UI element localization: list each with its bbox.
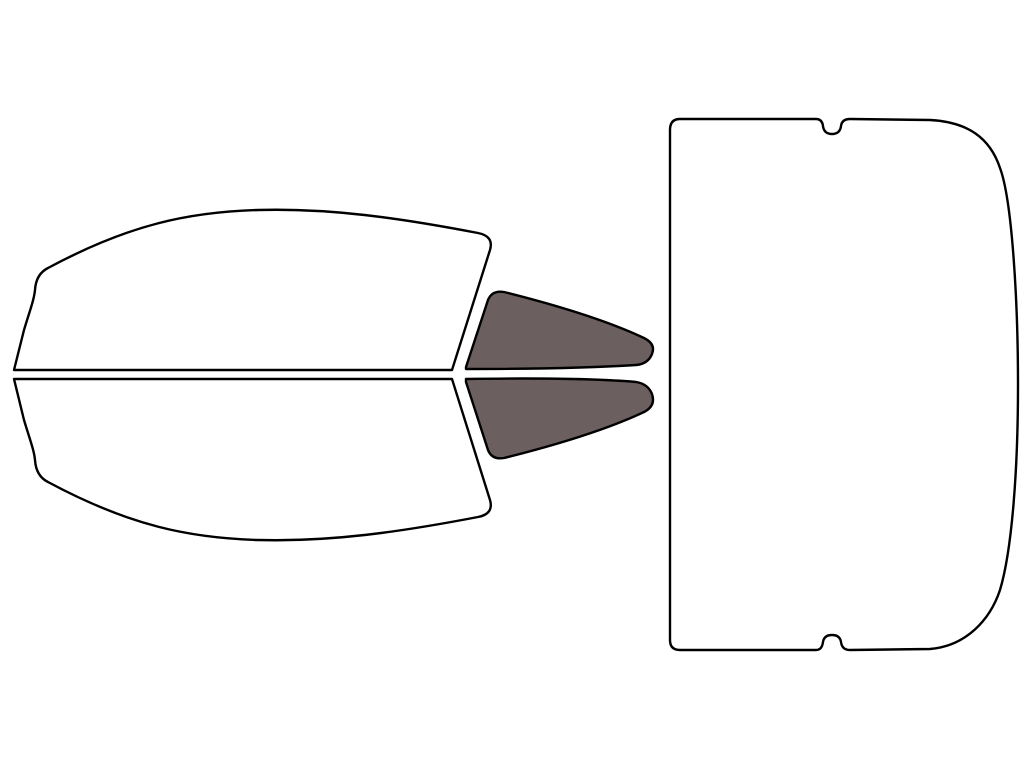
rear-quarter-upper-window[interactable]	[464, 290, 655, 371]
rear-windshield[interactable]	[668, 117, 1020, 652]
front-door-upper-window[interactable]	[12, 208, 492, 372]
front-door-lower-window[interactable]	[12, 377, 492, 542]
rear-quarter-lower-window[interactable]	[464, 377, 655, 460]
